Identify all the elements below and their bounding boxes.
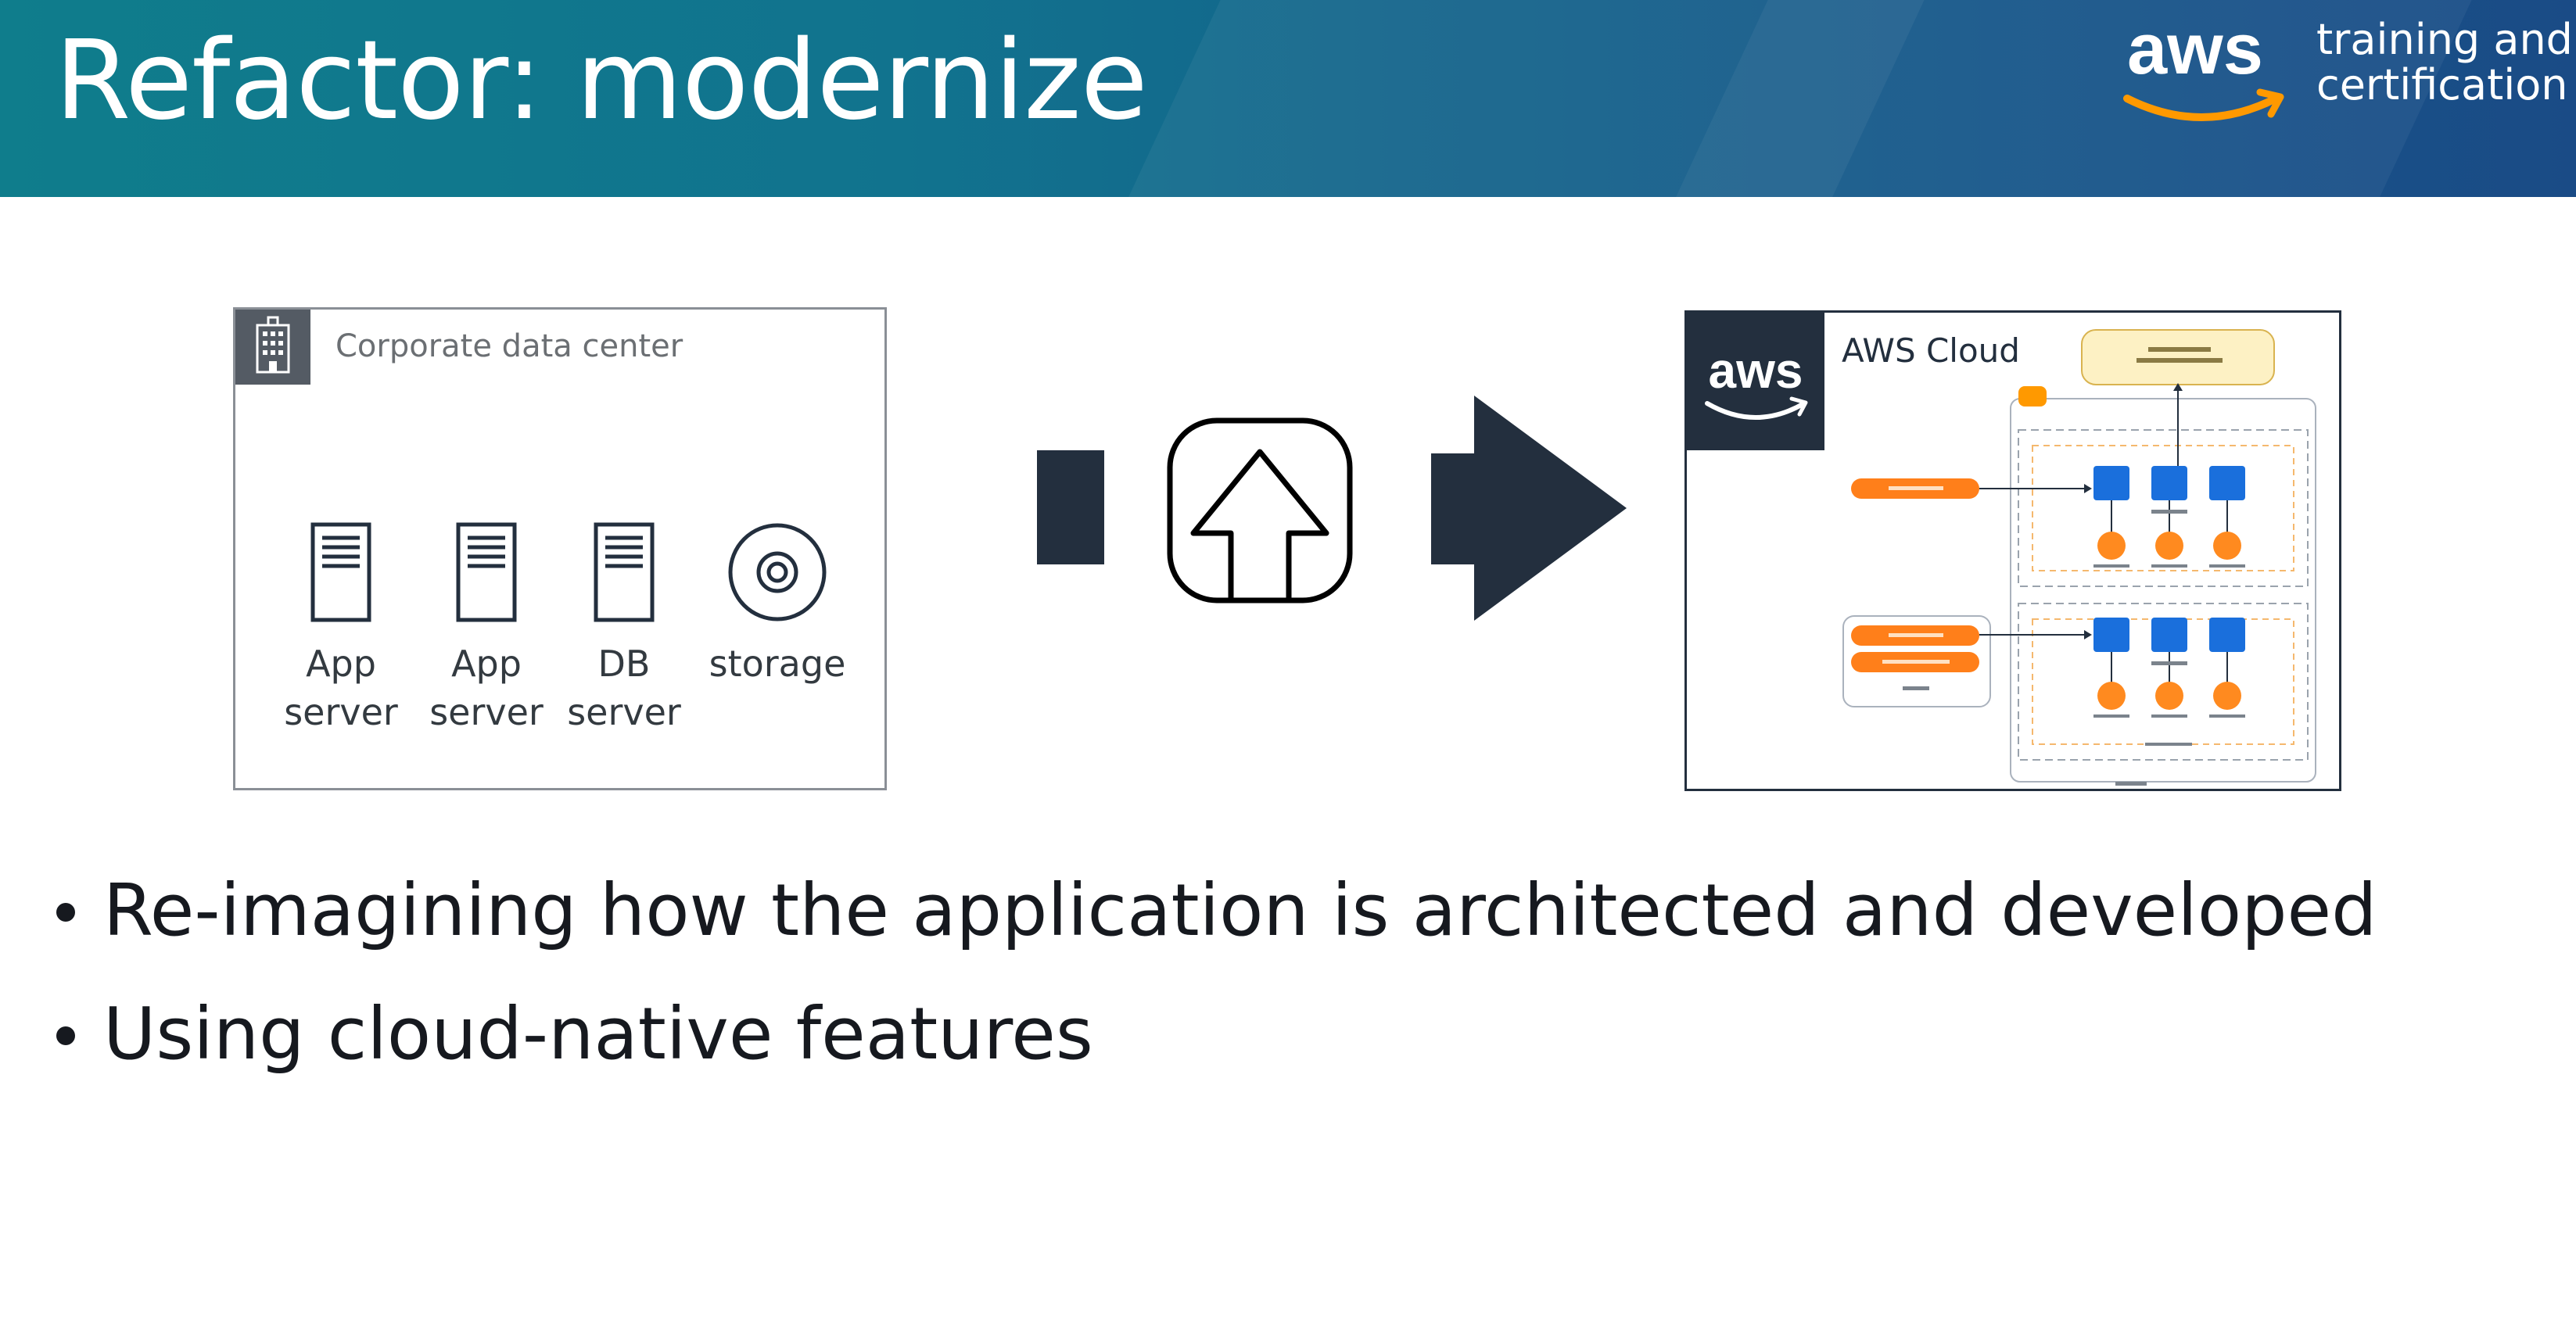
upload-arrow-icon bbox=[1167, 417, 1353, 603]
logo-tagline: training and certification bbox=[2316, 17, 2573, 108]
network-interface-icon bbox=[2155, 532, 2183, 560]
bullet-dot bbox=[56, 903, 75, 922]
vpc-box bbox=[2010, 398, 2316, 783]
corporate-data-center-group: Corporate data center App server App ser… bbox=[233, 307, 887, 790]
task-icon bbox=[2093, 618, 2129, 652]
container-registry-box bbox=[2081, 329, 2275, 385]
server-label-line2: server bbox=[284, 691, 398, 733]
bullet-list: Re-imagining how the application is arch… bbox=[52, 860, 2377, 1107]
migration-arrow-graphic bbox=[1037, 396, 1627, 621]
bullet-item: Re-imagining how the application is arch… bbox=[52, 860, 2377, 983]
server-icon bbox=[594, 522, 655, 622]
bullet-text: Using cloud-native features bbox=[103, 992, 1093, 1076]
task-icon bbox=[2209, 618, 2245, 652]
aws-cloud-label: AWS Cloud bbox=[1842, 331, 2020, 370]
aws-logo-icon: aws bbox=[1705, 342, 1808, 420]
server-label-line2: server bbox=[429, 691, 544, 733]
storage-disk-icon bbox=[728, 523, 827, 621]
bullet-item: Using cloud-native features bbox=[52, 983, 2377, 1107]
server-label-line2: server bbox=[567, 691, 681, 733]
app-server-2: App server bbox=[408, 522, 565, 736]
task-icon bbox=[2209, 466, 2245, 500]
building-icon bbox=[235, 310, 310, 385]
title-banner: Refactor: modernize aws training and cer… bbox=[0, 0, 2576, 197]
network-interface-icon bbox=[2097, 682, 2126, 710]
source-block-icon bbox=[1037, 450, 1104, 564]
right-arrow-icon bbox=[1431, 396, 1627, 621]
network-interface-icon bbox=[2097, 532, 2126, 560]
server-icon bbox=[456, 522, 517, 622]
aws-cloud-badge: aws bbox=[1687, 313, 1824, 450]
storage-label: storage bbox=[709, 643, 846, 685]
app-server-1: App server bbox=[263, 522, 419, 736]
task-icon bbox=[2151, 466, 2187, 500]
network-interface-icon bbox=[2155, 682, 2183, 710]
server-icon bbox=[310, 522, 371, 622]
network-interface-icon bbox=[2213, 532, 2241, 560]
availability-zone-1 bbox=[2018, 429, 2309, 587]
storage: storage bbox=[699, 522, 856, 688]
server-label-line1: App bbox=[306, 643, 376, 685]
aws-logo: aws bbox=[2123, 11, 2284, 121]
server-label-line1: App bbox=[451, 643, 522, 685]
slide-title: Refactor: modernize bbox=[55, 17, 1148, 145]
network-interface-icon bbox=[2213, 682, 2241, 710]
vpc-icon bbox=[2018, 386, 2047, 407]
aws-cloud-group: aws AWS Cloud bbox=[1684, 310, 2341, 791]
db-server: DB server bbox=[546, 522, 702, 736]
task-icon bbox=[2151, 618, 2187, 652]
availability-zone-2 bbox=[2018, 603, 2309, 761]
bullet-dot bbox=[56, 1026, 75, 1045]
logo-tagline-line1: training and bbox=[2316, 15, 2573, 64]
container-architecture-diagram bbox=[1842, 329, 2316, 786]
aws-logo-wordmark: aws bbox=[2127, 11, 2263, 89]
corporate-data-center-label: Corporate data center bbox=[335, 328, 683, 364]
task-icon bbox=[2093, 466, 2129, 500]
server-label-line1: DB bbox=[597, 643, 651, 685]
logo-tagline-line2: certification bbox=[2316, 60, 2568, 109]
aws-badge-wordmark: aws bbox=[1709, 342, 1803, 399]
bullet-text: Re-imagining how the application is arch… bbox=[103, 869, 2377, 952]
